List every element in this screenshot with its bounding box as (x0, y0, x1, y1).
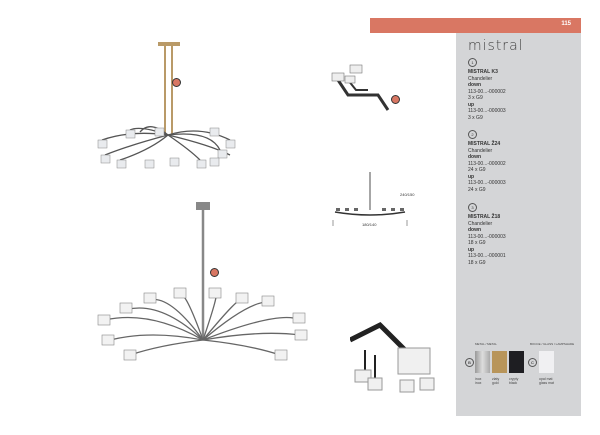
swatch-label: opal mat glass mat (539, 377, 554, 385)
height-dimension: 240/150 (400, 192, 415, 197)
swatch-label: inox inox (475, 377, 482, 385)
product-name: MISTRAL K3 (468, 69, 498, 75)
swatch-label: crypty black (509, 377, 519, 385)
metal-marker: B (465, 358, 474, 367)
detail-image (350, 321, 435, 393)
swatch-inox (475, 351, 490, 373)
swatch-label: zlaty gold (492, 377, 500, 385)
variant-label: up (468, 246, 475, 253)
variant-label: down (468, 227, 482, 233)
variant-bulbs: 3 x G9 (468, 114, 483, 121)
swatch-opal (539, 351, 554, 373)
page-number: 115 (561, 21, 571, 27)
header-bar: 115 (370, 18, 581, 33)
finishes: METAL / METAL BOCCE / GLASS / LAMPSHADE … (456, 342, 581, 389)
chandelier-2-image (331, 64, 390, 111)
variant-label: up (468, 101, 475, 108)
swatch-gold (492, 351, 507, 373)
dimension-drawing (332, 172, 408, 226)
variant-bulbs: 18 x G9 (468, 259, 486, 266)
product-name: MISTRAL Ž24 (468, 141, 501, 147)
metal-label: METAL / METAL (475, 342, 497, 346)
product-type: Chandelier (468, 220, 493, 227)
variant-label: down (468, 154, 482, 160)
variant-code: 113-00...-000002 (468, 88, 506, 95)
variant-label: down (468, 82, 482, 88)
glass-label: BOCCE / GLASS / LAMPSHADE (530, 342, 575, 346)
width-dimension: 180/140 (362, 222, 377, 227)
variant-code: 113-00...-000002 (468, 160, 506, 167)
variant-bulbs: 24 x G9 (468, 186, 486, 193)
variant-code: 113-00...-000001 (468, 253, 506, 259)
chandelier-3-image (97, 202, 308, 361)
product-name: MISTRAL Ž18 (468, 214, 501, 220)
product-number: 2 (468, 130, 477, 139)
marker-3 (210, 268, 219, 277)
variant-bulbs: 3 x G9 (468, 95, 483, 101)
product-number: 1 (468, 58, 477, 67)
glass-marker: C (528, 358, 537, 367)
brand-title: mistral (468, 38, 524, 54)
product-1: 1 MISTRAL K3 Chandelier down 113-00...-0… (468, 58, 506, 121)
product-3: 3 MISTRAL Ž18 Chandelier down 113-00...-… (468, 203, 506, 266)
variant-code: 113-00...-000003 (468, 180, 506, 186)
variant-bulbs: 24 x G9 (468, 167, 486, 173)
marker-1 (172, 78, 181, 87)
product-type: Chandelier (468, 147, 493, 154)
variant-code: 113-00...-000003 (468, 108, 506, 114)
variant-bulbs: 18 x G9 (468, 240, 486, 246)
product-number: 3 (468, 203, 477, 212)
marker-2 (391, 95, 400, 104)
variant-label: up (468, 173, 475, 180)
swatch-black (509, 351, 524, 373)
chandelier-1-image (97, 42, 236, 169)
product-type: Chandelier (468, 75, 493, 82)
variant-code: 113-00...-000003 (468, 233, 506, 240)
info-panel: mistral 1 MISTRAL K3 Chandelier down 113… (456, 33, 581, 416)
product-2: 2 MISTRAL Ž24 Chandelier down 113-00...-… (468, 130, 506, 193)
